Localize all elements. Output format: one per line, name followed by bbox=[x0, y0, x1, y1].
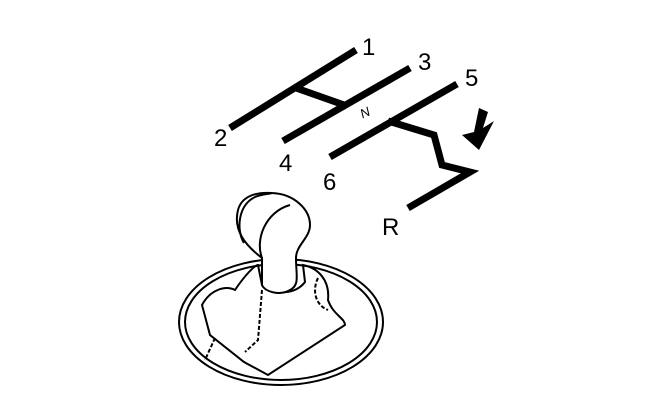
reverse-path bbox=[386, 117, 480, 212]
boot-stitch-left bbox=[244, 289, 263, 353]
gate-1-2 bbox=[228, 47, 358, 131]
gear-label-1: 1 bbox=[362, 34, 375, 61]
boot-stitch-lower bbox=[204, 337, 216, 361]
gear-label-6: 6 bbox=[323, 169, 336, 196]
shift-boot bbox=[200, 263, 347, 377]
gear-label-3: 3 bbox=[418, 49, 431, 76]
neutral-label: N bbox=[358, 104, 373, 122]
knob-head bbox=[235, 191, 312, 294]
shift-gate bbox=[228, 47, 480, 212]
neutral-crossbar-left bbox=[294, 84, 349, 110]
knob-face bbox=[258, 204, 291, 259]
boot-stitch-right bbox=[314, 277, 329, 311]
gear-label-2: 2 bbox=[214, 125, 227, 152]
knob-head-outline bbox=[238, 192, 273, 244]
gear-label-4: 4 bbox=[279, 150, 292, 177]
push-down-arrow-icon bbox=[462, 108, 494, 150]
shift-knob-illustration bbox=[178, 191, 384, 386]
gear-label-reverse: R bbox=[382, 214, 399, 241]
gear-label-5: 5 bbox=[465, 65, 478, 92]
